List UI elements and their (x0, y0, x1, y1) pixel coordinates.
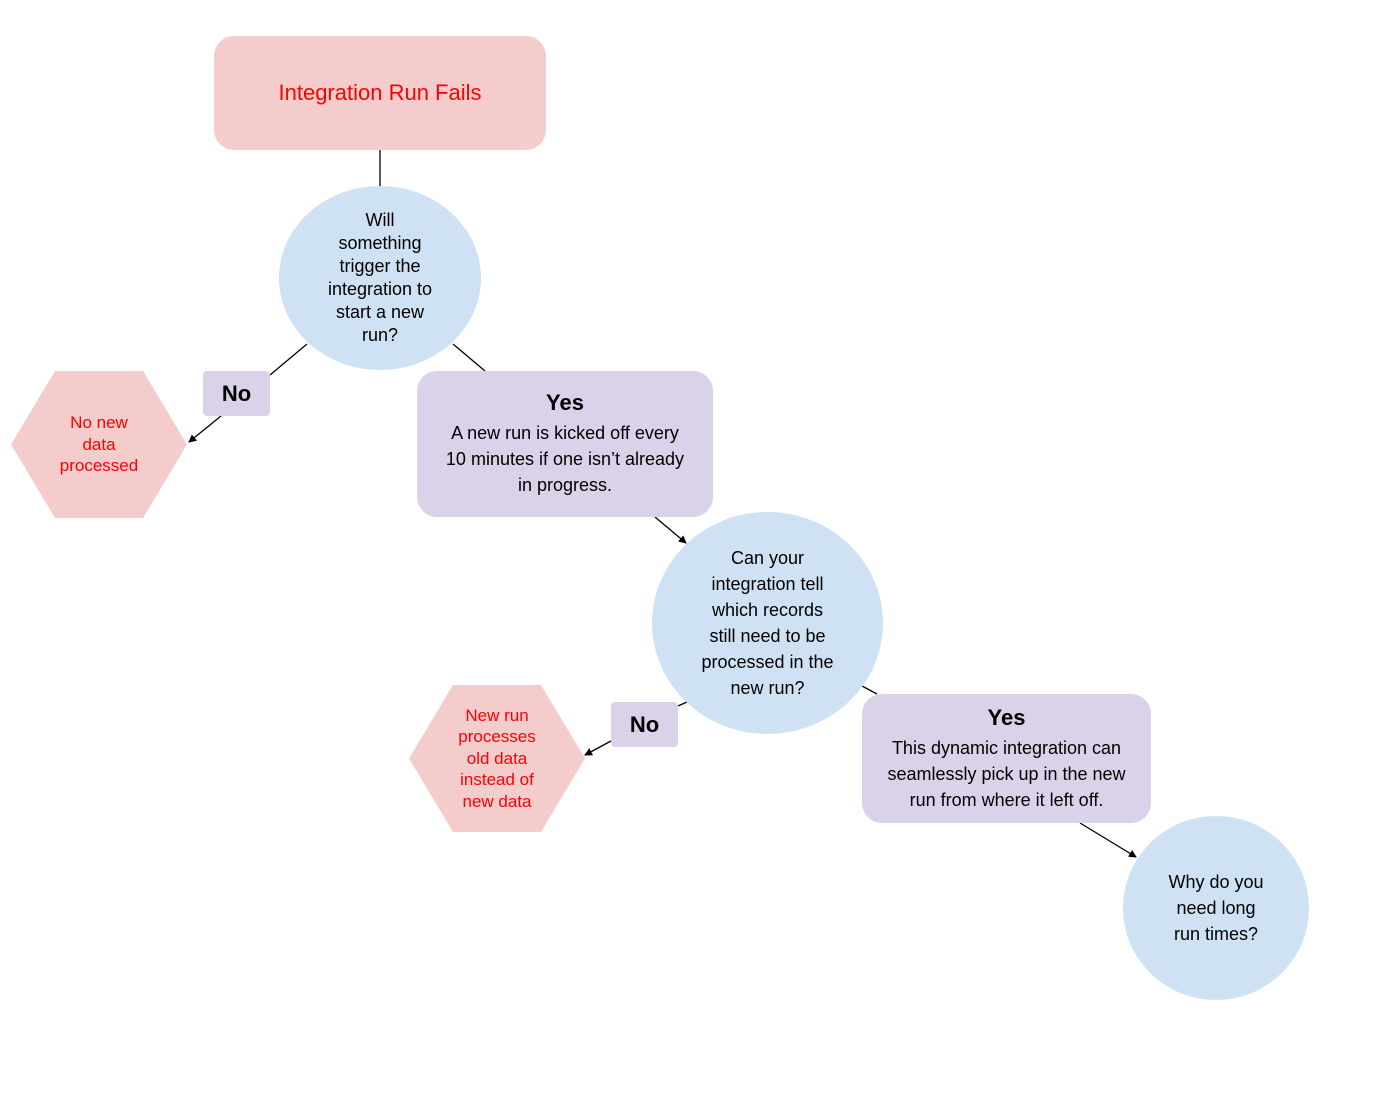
branch-node-yes-dynamic: Yes This dynamic integration can seamles… (862, 694, 1151, 823)
decision-node-records-to-process: Can your integration tell which records … (652, 512, 883, 734)
branch-label-no-2: No (611, 702, 678, 747)
outcome-no-new-data-line-1: No new (70, 413, 128, 433)
outcome-old-data-line-4: instead of (460, 770, 534, 790)
yes-new-run-heading: Yes (546, 390, 584, 415)
connector-records-to-yes2 (861, 685, 878, 695)
start-node-label: Integration Run Fails (278, 80, 482, 105)
decision-records-line-1: Can your (730, 548, 805, 568)
branch-label-no-1: No (203, 371, 270, 416)
connector-no2-to-hexagon (584, 740, 612, 756)
yes-dynamic-line-2: seamlessly pick up in the new (887, 763, 1126, 784)
decision-long-runs-line-1: Why do you (1168, 872, 1264, 892)
decision-trigger-line-2: something (338, 233, 422, 253)
yes-dynamic-line-3: run from where it left off. (909, 789, 1104, 810)
connector-trigger-to-yes1 (452, 343, 486, 372)
branch-label-no-1-text: No (221, 380, 252, 406)
start-node-integration-run-fails: Integration Run Fails (214, 36, 546, 150)
decision-node-long-run-times: Why do you need long run times? (1123, 816, 1309, 1000)
decision-records-line-5: processed in the (701, 652, 834, 672)
outcome-old-data-line-2: processes (458, 727, 536, 747)
yes-dynamic-line-1: This dynamic integration can (891, 737, 1122, 758)
decision-trigger-line-5: start a new (335, 302, 425, 322)
connector-records-to-no2 (677, 701, 688, 707)
decision-trigger-line-4: integration to (327, 279, 433, 299)
decision-trigger-line-1: Will (365, 210, 395, 230)
decision-trigger-line-3: trigger the (339, 256, 421, 276)
connector-trigger-to-no1 (269, 343, 308, 376)
connector-no1-to-hexagon (188, 415, 222, 443)
connector-yes1-to-records (654, 516, 687, 544)
outcome-no-new-data-line-2: data (82, 434, 116, 454)
outcome-no-new-data-line-3: processed (59, 456, 139, 476)
decision-records-line-6: new run? (730, 678, 805, 698)
decision-trigger-line-6: run? (361, 325, 399, 345)
decision-long-runs-line-3: run times? (1173, 924, 1259, 944)
connector-yes2-to-long-runs (1079, 822, 1137, 858)
decision-records-line-2: integration tell (711, 574, 824, 594)
yes-dynamic-heading: Yes (987, 704, 1026, 730)
yes-new-run-line-2: 10 minutes if one isn’t already (445, 449, 685, 469)
decision-records-line-3: which records (711, 600, 824, 620)
branch-label-no-2-text: No (629, 711, 660, 737)
outcome-old-data-line-1: New run (465, 705, 529, 725)
yes-new-run-line-3: in progress. (517, 475, 613, 495)
decision-long-runs-line-2: need long (1176, 898, 1256, 918)
outcome-node-old-data: New run processes old data instead of ne… (409, 685, 585, 832)
decision-records-line-4: still need to be (709, 626, 826, 646)
outcome-old-data-line-3: old data (466, 748, 528, 768)
decision-node-trigger-new-run: Will something trigger the integration t… (279, 186, 481, 370)
branch-node-yes-new-run: Yes A new run is kicked off every 10 min… (417, 371, 713, 517)
yes-new-run-line-1: A new run is kicked off every (451, 423, 679, 443)
outcome-old-data-line-5: new data (462, 791, 532, 811)
